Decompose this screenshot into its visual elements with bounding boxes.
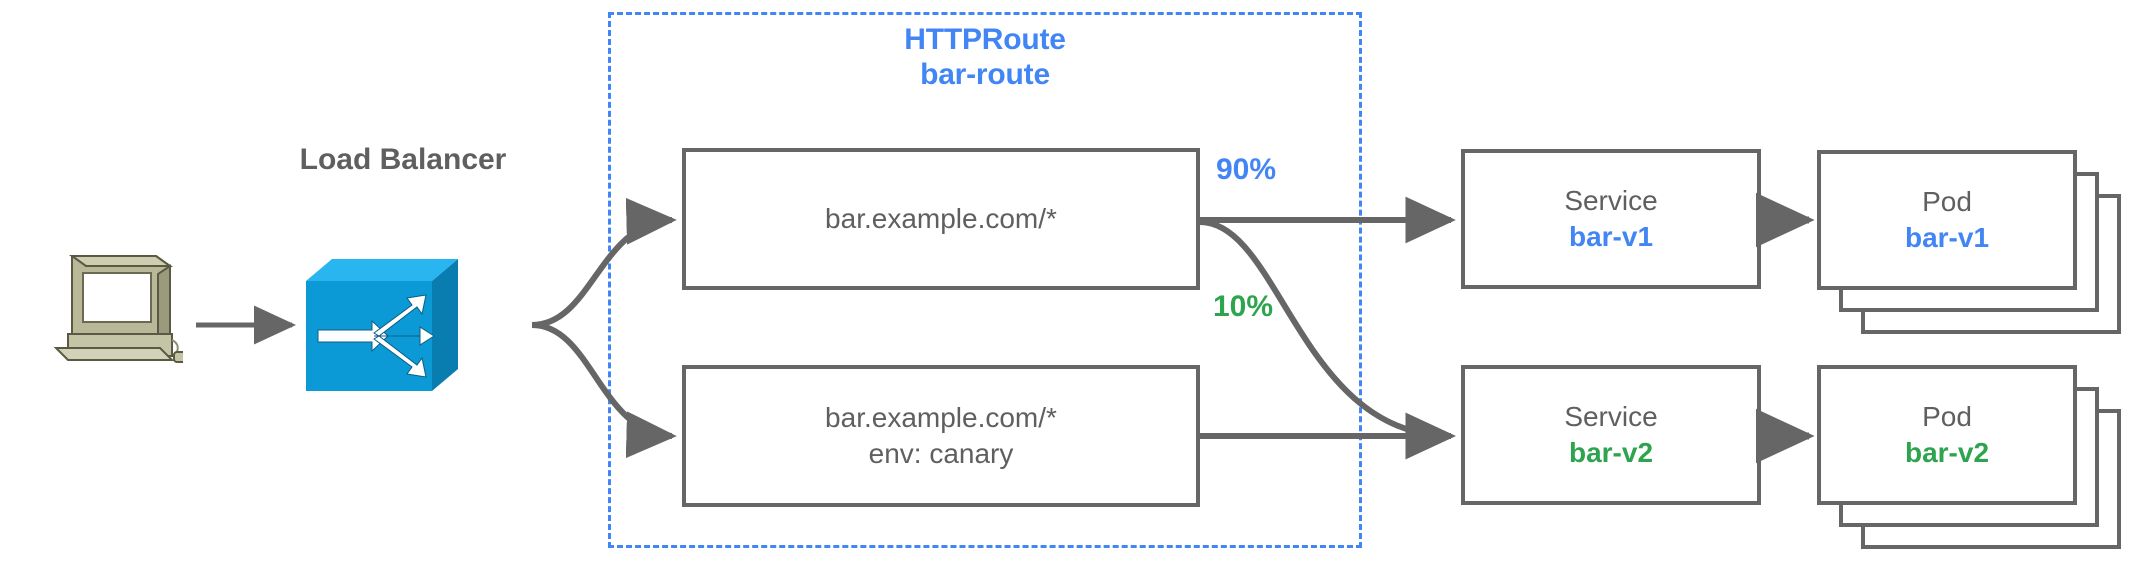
pod-stack-sheet-front: Pod bar-v2 <box>1817 365 2077 505</box>
route-match-primary-line1: bar.example.com/* <box>825 203 1057 235</box>
httproute-group-title: HTTPRoute bar-route <box>608 22 1362 93</box>
pod-stack-sheet-front: Pod bar-v1 <box>1817 150 2077 290</box>
service-bar-v2: Service bar-v2 <box>1461 365 1761 505</box>
service-bar-v1-kind: Service <box>1564 185 1658 217</box>
httproute-name-label: bar-route <box>920 58 1050 92</box>
service-bar-v1-name: bar-v1 <box>1568 221 1654 252</box>
httproute-kind-label: HTTPRoute <box>904 23 1066 56</box>
desktop-computer-icon <box>38 248 191 363</box>
pod-bar-v1-name: bar-v1 <box>1904 222 1990 253</box>
weight-label-90: 90% <box>1216 153 1277 186</box>
network-switch-icon <box>302 255 462 395</box>
service-bar-v2-kind: Service <box>1564 401 1658 433</box>
pod-bar-v2-kind: Pod <box>1922 401 1972 433</box>
pod-stack-bar-v1: Pod bar-v1 <box>1817 150 2121 334</box>
route-match-primary: bar.example.com/* <box>682 148 1200 290</box>
route-match-canary-line2: env: canary <box>868 438 1014 469</box>
service-bar-v2-name: bar-v2 <box>1568 437 1654 468</box>
pod-bar-v1-kind: Pod <box>1922 186 1972 218</box>
pod-stack-bar-v2: Pod bar-v2 <box>1817 365 2121 549</box>
pod-bar-v2-name: bar-v2 <box>1904 437 1990 468</box>
route-match-canary: bar.example.com/* env: canary <box>682 365 1200 507</box>
route-match-canary-line1: bar.example.com/* <box>825 402 1057 434</box>
load-balancer-label: Load Balancer <box>299 143 507 176</box>
weight-label-10: 10% <box>1213 290 1274 323</box>
service-bar-v1: Service bar-v1 <box>1461 149 1761 289</box>
